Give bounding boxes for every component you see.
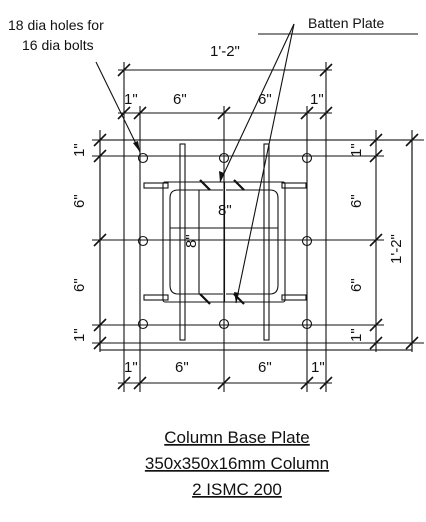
channel-width-label: 8" — [218, 202, 232, 219]
batten-plate-strip — [179, 143, 186, 341]
edge-label-left-bottom: 1" — [71, 328, 88, 342]
batten-leader-line — [235, 23, 295, 304]
edge-label-right-top: 1" — [348, 143, 365, 157]
holes-note-line1: 18 dia holes for — [8, 17, 104, 33]
batten-plate-note: Batten Plate — [308, 15, 384, 31]
column-inner-right-channel — [226, 189, 279, 295]
bolt-hole — [218, 152, 230, 164]
holes-leader-line — [95, 61, 141, 153]
bolt-hole — [301, 235, 313, 247]
caption-line3: 2 ISMC 200 — [192, 480, 282, 499]
base-plate-outline — [99, 139, 413, 351]
caption-line1: Column Base Plate — [164, 428, 310, 447]
batten-plate-strip — [143, 294, 169, 301]
bolt-hole — [301, 318, 313, 330]
batten-plate-strip — [143, 182, 169, 189]
spacing-label-left-top: 6" — [71, 194, 88, 208]
edge-label-top-left: 1" — [124, 91, 138, 108]
tick-marks — [93, 63, 419, 390]
spacing-label-bottom-left: 6" — [175, 359, 189, 376]
bolt-hole — [137, 152, 149, 164]
holes-note-line2: 16 dia bolts — [22, 37, 94, 53]
spacing-label-bottom-right: 6" — [258, 359, 272, 376]
spacing-label-right-bottom: 6" — [348, 278, 365, 292]
spacing-label-right-top: 6" — [348, 194, 365, 208]
bolt-holes — [137, 152, 313, 330]
caption-line2: 350x350x16mm Column — [145, 454, 329, 473]
channel-depth-label: 8" — [183, 234, 200, 248]
batten-plate-strip — [281, 294, 307, 301]
batten-plate-strip — [281, 182, 307, 189]
edge-label-bottom-right: 1" — [311, 359, 325, 376]
overall-height-label: 1'-2" — [388, 234, 405, 264]
batten-plate-strip — [263, 143, 270, 341]
edge-label-left-top: 1" — [71, 143, 88, 157]
batten-leader-line — [219, 23, 295, 183]
arrowheads — [133, 141, 239, 303]
edge-label-right-bottom: 1" — [348, 328, 365, 342]
bolt-hole — [218, 318, 230, 330]
spacing-label-left-bottom: 6" — [71, 278, 88, 292]
edge-label-bottom-left: 1" — [124, 359, 138, 376]
spacing-label-top-right: 6" — [258, 91, 272, 108]
column-inner-left-channel — [169, 189, 223, 295]
drawing-lines — [92, 23, 424, 392]
bolt-hole — [137, 235, 149, 247]
bolt-hole — [137, 318, 149, 330]
edge-label-top-right: 1" — [310, 91, 324, 108]
overall-width-label: 1'-2" — [210, 43, 240, 60]
bolt-hole — [301, 152, 313, 164]
spacing-label-top-left: 6" — [173, 91, 187, 108]
